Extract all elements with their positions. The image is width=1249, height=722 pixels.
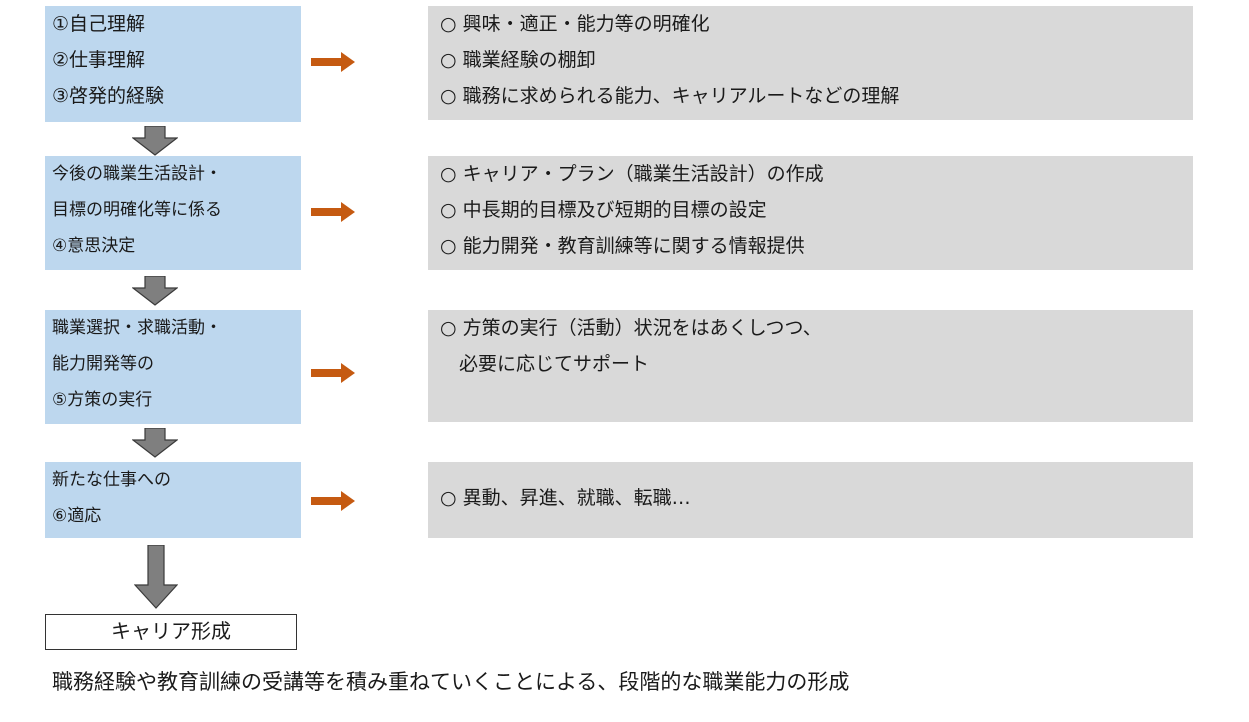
desc-1-line-2: ○ 職業経験の棚卸: [440, 49, 596, 71]
desc-3-line-2: 必要に応じてサポート: [440, 353, 650, 375]
step-box-3: 職業選択・求職活動・ 能力開発等の ⑤方策の実行: [45, 310, 301, 424]
down-arrow-icon: [132, 428, 178, 458]
desc-box-1: ○ 興味・適正・能力等の明確化 ○ 職業経験の棚卸 ○ 職務に求められる能力、キ…: [428, 6, 1193, 120]
step-box-4: 新たな仕事への ⑥適応: [45, 462, 301, 538]
step-1-line-3: ③啓発的経験: [52, 85, 165, 107]
down-arrow-icon: [132, 126, 178, 156]
desc-2-line-2: ○ 中長期的目標及び短期的目標の設定: [440, 199, 767, 221]
desc-2-line-1: ○ キャリア・プラン（職業生活設計）の作成: [440, 163, 824, 185]
down-arrow-icon: [134, 545, 178, 609]
desc-1-line-3: ○ 職務に求められる能力、キャリアルートなどの理解: [440, 85, 900, 107]
right-arrow-icon: [311, 202, 355, 222]
step-3-line-2: 能力開発等の: [52, 354, 154, 374]
desc-2-line-3: ○ 能力開発・教育訓練等に関する情報提供: [440, 235, 805, 257]
step-2-line-2: 目標の明確化等に係る: [52, 200, 222, 220]
caption: 職務経験や教育訓練の受講等を積み重ねていくことによる、段階的な職業能力の形成: [52, 670, 850, 694]
desc-1-line-1: ○ 興味・適正・能力等の明確化: [440, 13, 710, 35]
right-arrow-icon: [311, 491, 355, 511]
desc-box-3: ○ 方策の実行（活動）状況をはあくしつつ、 必要に応じてサポート: [428, 310, 1193, 422]
step-1-line-1: ①自己理解: [52, 13, 146, 35]
result-box: キャリア形成: [45, 614, 297, 650]
step-1-line-2: ②仕事理解: [52, 49, 146, 71]
step-box-1: ①自己理解 ②仕事理解 ③啓発的経験: [45, 6, 301, 122]
desc-3-line-1: ○ 方策の実行（活動）状況をはあくしつつ、: [440, 317, 822, 339]
desc-box-2: ○ キャリア・プラン（職業生活設計）の作成 ○ 中長期的目標及び短期的目標の設定…: [428, 156, 1193, 270]
step-box-2: 今後の職業生活設計・ 目標の明確化等に係る ④意思決定: [45, 156, 301, 270]
down-arrow-icon: [132, 276, 178, 306]
step-2-line-3: ④意思決定: [52, 236, 136, 256]
step-4-line-2: ⑥適応: [52, 506, 102, 526]
step-3-line-3: ⑤方策の実行: [52, 390, 153, 410]
step-2-line-1: 今後の職業生活設計・: [52, 164, 222, 184]
step-4-line-1: 新たな仕事への: [52, 470, 171, 490]
right-arrow-icon: [311, 363, 355, 383]
desc-4-line-1: ○ 異動、昇進、就職、転職…: [440, 487, 691, 509]
desc-box-4: ○ 異動、昇進、就職、転職…: [428, 462, 1193, 538]
right-arrow-icon: [311, 52, 355, 72]
step-3-line-1: 職業選択・求職活動・: [52, 318, 222, 338]
